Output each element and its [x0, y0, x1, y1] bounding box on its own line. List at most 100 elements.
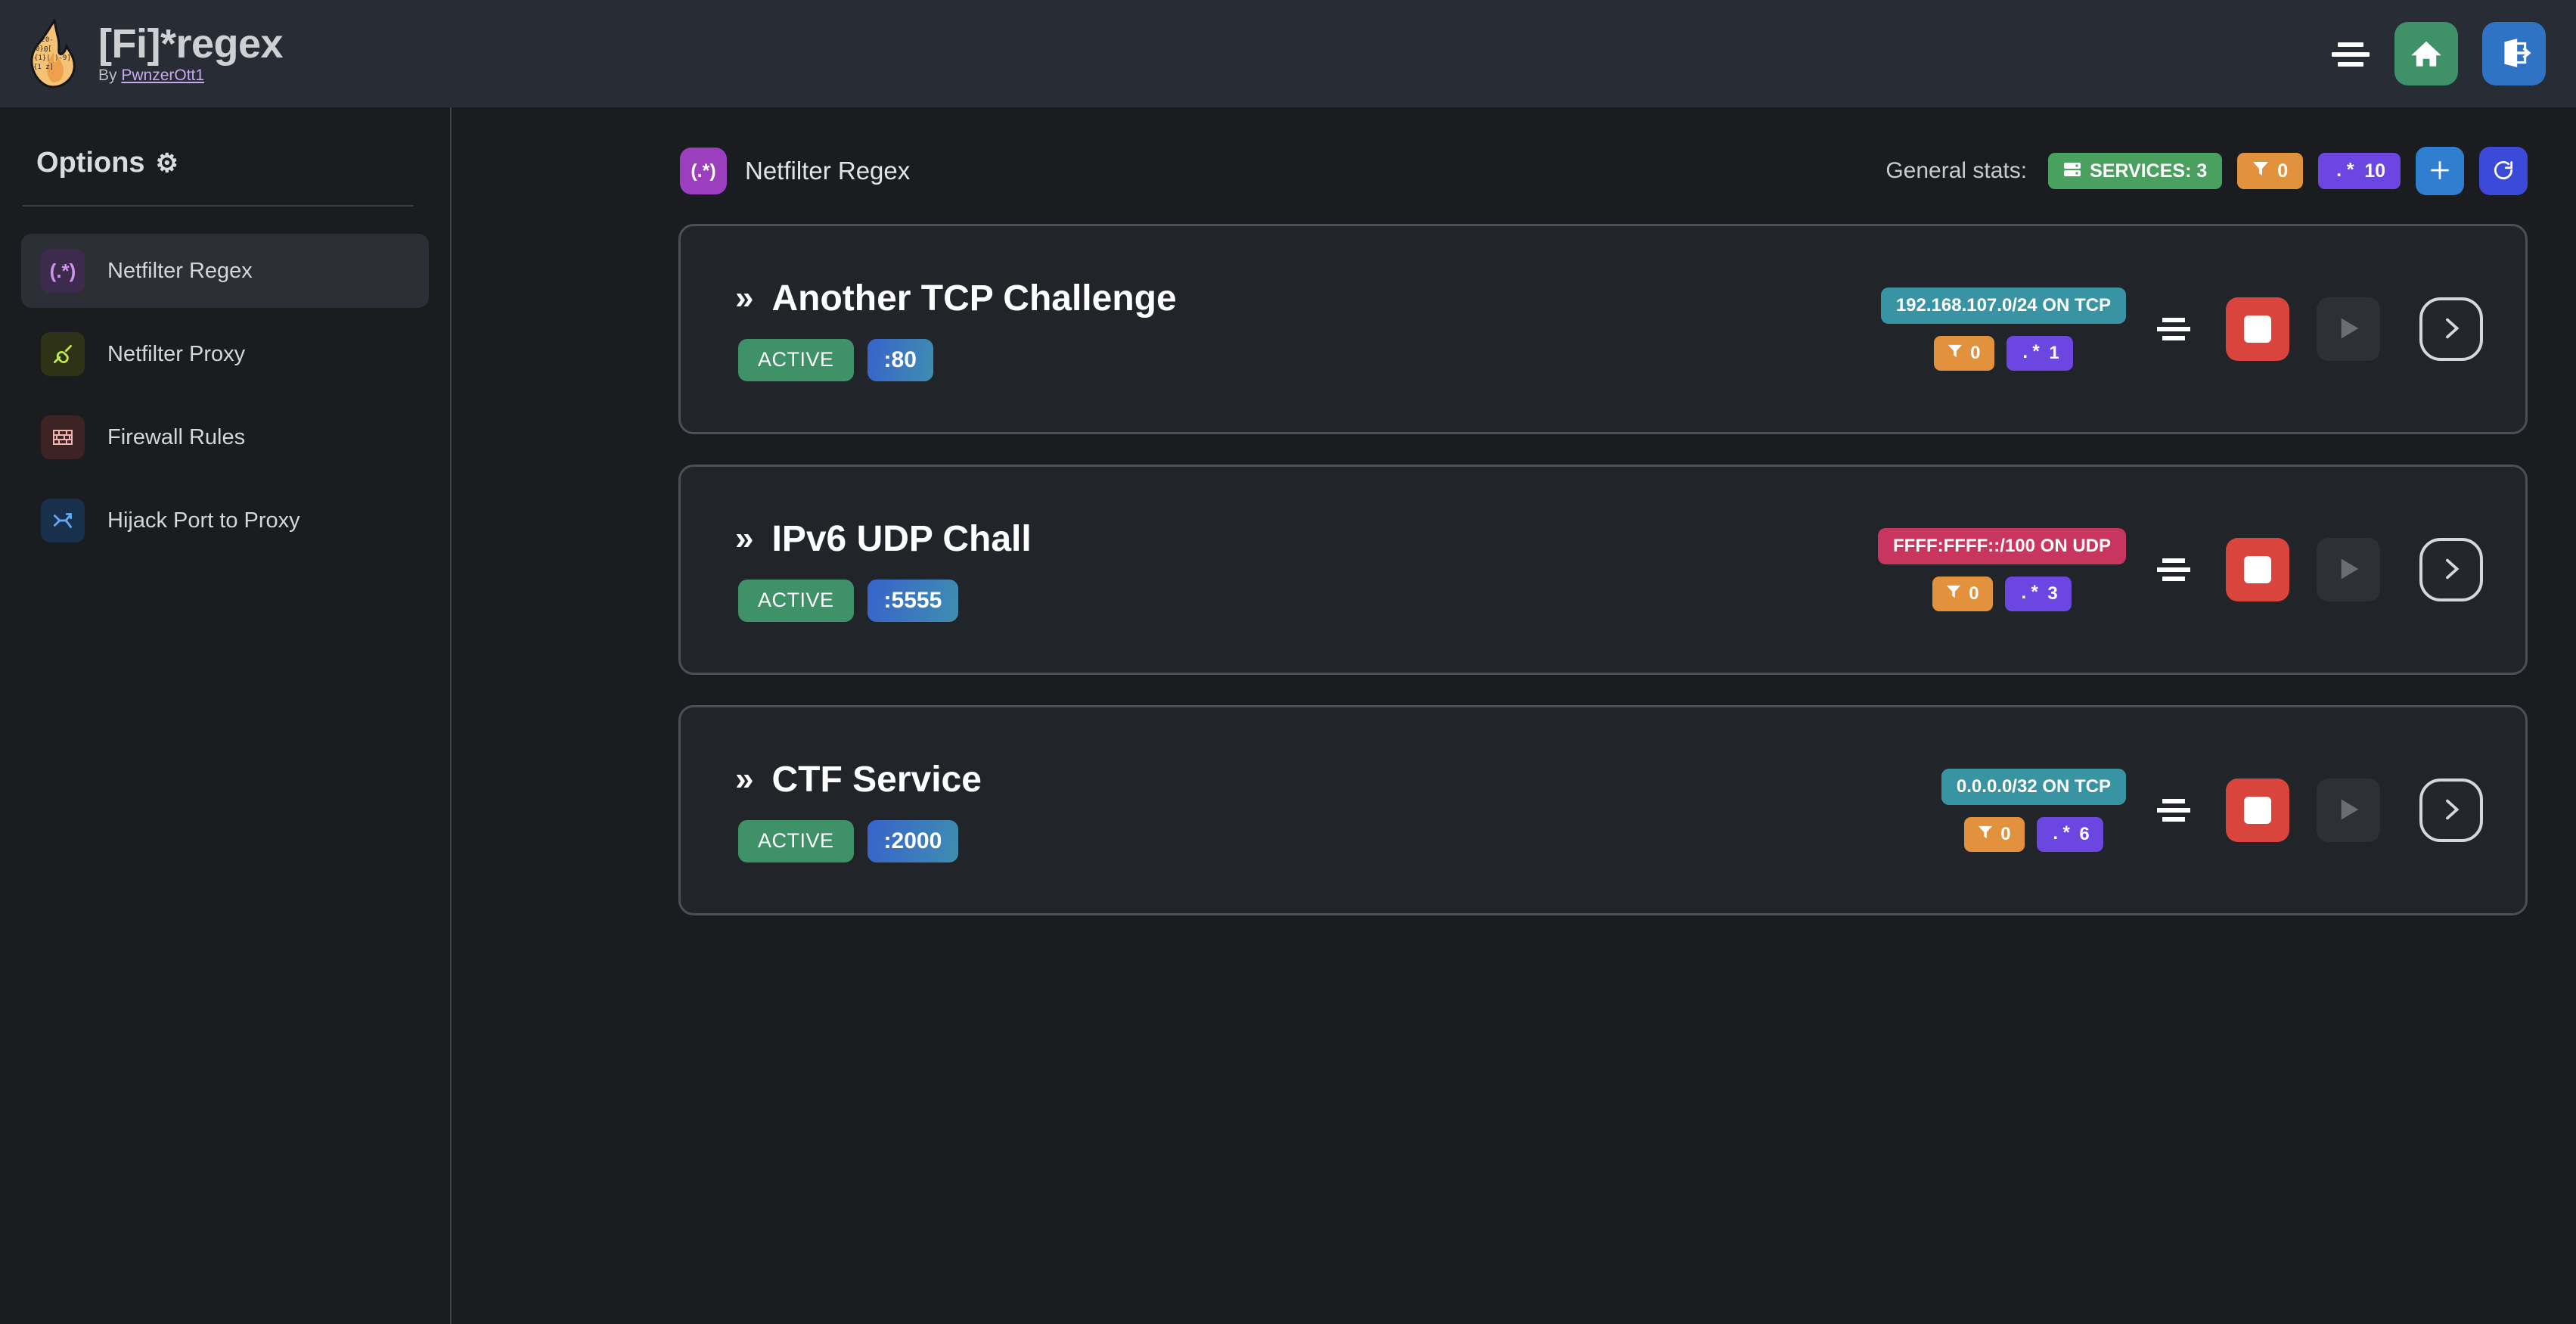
- open-service-button[interactable]: [2419, 297, 2483, 361]
- status-badge: ACTIVE: [738, 579, 854, 622]
- sidebar-item-netfilter-proxy[interactable]: Netfilter Proxy: [21, 317, 429, 391]
- author-link[interactable]: PwnzerOtt1: [121, 67, 205, 85]
- brand: -z0- 0}@[ {1}| )-9] {1 z] [Fi]*regex By …: [0, 17, 284, 89]
- card-menu-icon[interactable]: [2156, 556, 2191, 583]
- sidebar-item-netfilter-regex[interactable]: (.*) Netfilter Regex: [21, 234, 429, 308]
- card-menu-icon[interactable]: [2156, 797, 2191, 824]
- regex-count-badge: .* 3: [2004, 577, 2072, 611]
- service-card[interactable]: » IPv6 UDP Chall ACTIVE :5555 FFFF:FFFF:…: [678, 465, 2528, 675]
- stop-button[interactable]: [2226, 297, 2289, 361]
- total-regex-badge: .* 10: [2318, 153, 2401, 189]
- service-title-row: » CTF Service: [735, 759, 982, 800]
- status-badge: ACTIVE: [738, 338, 854, 381]
- home-icon: [2410, 36, 2443, 72]
- stop-icon: [2244, 556, 2271, 583]
- play-icon: [2333, 794, 2363, 827]
- add-service-button[interactable]: [2416, 147, 2464, 195]
- general-stats: General stats: SERVICES: 3 0 .* 10: [1885, 147, 2528, 195]
- service-card[interactable]: » CTF Service ACTIVE :2000 0.0.0.0/32 ON…: [678, 705, 2528, 915]
- chevron-right-icon: [2437, 555, 2466, 586]
- port-badge: :5555: [867, 579, 959, 622]
- stop-icon: [2244, 797, 2271, 824]
- server-icon: [2063, 160, 2081, 182]
- plug-icon: [41, 332, 85, 376]
- hamburger-menu-icon[interactable]: [2331, 39, 2370, 69]
- start-button[interactable]: [2317, 779, 2380, 842]
- sidebar-item-label: Hijack Port to Proxy: [107, 508, 300, 533]
- service-card[interactable]: » Another TCP Challenge ACTIVE :80 192.1…: [678, 224, 2528, 434]
- chevron-right-icon: [2437, 795, 2466, 826]
- service-title: CTF Service: [771, 759, 982, 800]
- logout-button[interactable]: [2482, 22, 2546, 85]
- double-chevron-icon: »: [735, 279, 754, 316]
- plus-icon: [2428, 158, 2452, 185]
- sidebar-item-list: (.*) Netfilter Regex Netfilter Proxy Fir…: [0, 207, 450, 558]
- stop-button[interactable]: [2226, 538, 2289, 601]
- play-icon: [2333, 554, 2363, 586]
- page-header: (.*) Netfilter Regex General stats: SERV…: [453, 107, 2576, 195]
- regex-icon: (.*): [680, 148, 727, 194]
- funnel-icon: [2252, 160, 2269, 182]
- sidebar-divider: [23, 205, 414, 207]
- filter-count: 0: [1970, 343, 1981, 363]
- page-title: Netfilter Regex: [745, 157, 911, 185]
- service-title-row: » Another TCP Challenge: [735, 278, 1177, 319]
- filter-count-badge: 0: [1932, 577, 1993, 611]
- service-card-controls: 192.168.107.0/24 ON TCP 0 .* 1: [1880, 287, 2483, 371]
- sidebar: Options ⚙ (.*) Netfilter Regex Netfilter…: [0, 107, 452, 1324]
- services-count-label: SERVICES: 3: [2090, 160, 2208, 182]
- sidebar-item-hijack-port-to-proxy[interactable]: Hijack Port to Proxy: [21, 483, 429, 558]
- service-network-info: 192.168.107.0/24 ON TCP 0 .* 1: [1880, 287, 2126, 371]
- open-service-button[interactable]: [2419, 779, 2483, 842]
- service-card-controls: 0.0.0.0/32 ON TCP 0 .* 6: [1941, 769, 2483, 852]
- logout-icon: [2497, 36, 2531, 73]
- brick-wall-icon: [41, 415, 85, 459]
- sidebar-heading-label: Options: [36, 147, 145, 179]
- card-menu-icon[interactable]: [2156, 315, 2191, 343]
- service-card-list: » Another TCP Challenge ACTIVE :80 192.1…: [453, 195, 2576, 915]
- service-badges: ACTIVE :2000: [735, 819, 982, 862]
- regex-count-badge: .* 1: [2006, 336, 2073, 371]
- regex-count: 1: [2049, 343, 2059, 363]
- start-button[interactable]: [2317, 538, 2380, 601]
- refresh-button[interactable]: [2479, 147, 2528, 195]
- regex-count: 6: [2079, 824, 2090, 844]
- port-badge: :80: [867, 338, 933, 381]
- regex-symbol: .*: [2019, 343, 2042, 364]
- funnel-icon: [1948, 343, 1963, 364]
- sidebar-heading: Options ⚙: [0, 138, 450, 179]
- svg-text:0}@[: 0}@[: [36, 45, 52, 53]
- service-card-info: » CTF Service ACTIVE :2000: [735, 759, 982, 862]
- filter-count: 0: [2000, 824, 2011, 844]
- funnel-icon: [1978, 824, 1993, 845]
- double-chevron-icon: »: [735, 760, 754, 797]
- regex-symbol: .*: [2018, 583, 2041, 605]
- play-icon: [2333, 313, 2363, 346]
- services-count-badge: SERVICES: 3: [2048, 153, 2223, 189]
- regex-icon: (.*): [41, 249, 85, 293]
- total-filters-count: 0: [2277, 160, 2289, 182]
- sidebar-item-label: Firewall Rules: [107, 424, 246, 449]
- filter-count-badge: 0: [1964, 817, 2025, 852]
- double-chevron-icon: »: [735, 520, 754, 557]
- gear-icon: ⚙: [155, 148, 179, 178]
- open-service-button[interactable]: [2419, 538, 2483, 601]
- service-counters: 0 .* 1: [1934, 336, 2073, 371]
- sidebar-item-firewall-rules[interactable]: Firewall Rules: [21, 400, 429, 474]
- app-author-line: By PwnzerOtt1: [98, 67, 283, 85]
- home-button[interactable]: [2394, 22, 2458, 85]
- start-button[interactable]: [2317, 297, 2380, 361]
- network-badge: 0.0.0.0/32 ON TCP: [1941, 769, 2126, 805]
- regex-symbol: .*: [2333, 160, 2357, 182]
- total-filters-badge: 0: [2237, 153, 2304, 189]
- status-badge: ACTIVE: [738, 819, 854, 862]
- filter-count-badge: 0: [1934, 336, 1994, 371]
- regex-count-badge: .* 6: [2036, 817, 2103, 852]
- service-card-info: » Another TCP Challenge ACTIVE :80: [735, 278, 1177, 381]
- general-stats-label: General stats:: [1885, 158, 2028, 183]
- service-card-info: » IPv6 UDP Chall ACTIVE :5555: [735, 518, 1032, 622]
- regex-symbol: .*: [2050, 824, 2072, 845]
- stop-button[interactable]: [2226, 779, 2289, 842]
- funnel-icon: [1946, 583, 1961, 605]
- svg-text:-z0-: -z0-: [37, 36, 54, 44]
